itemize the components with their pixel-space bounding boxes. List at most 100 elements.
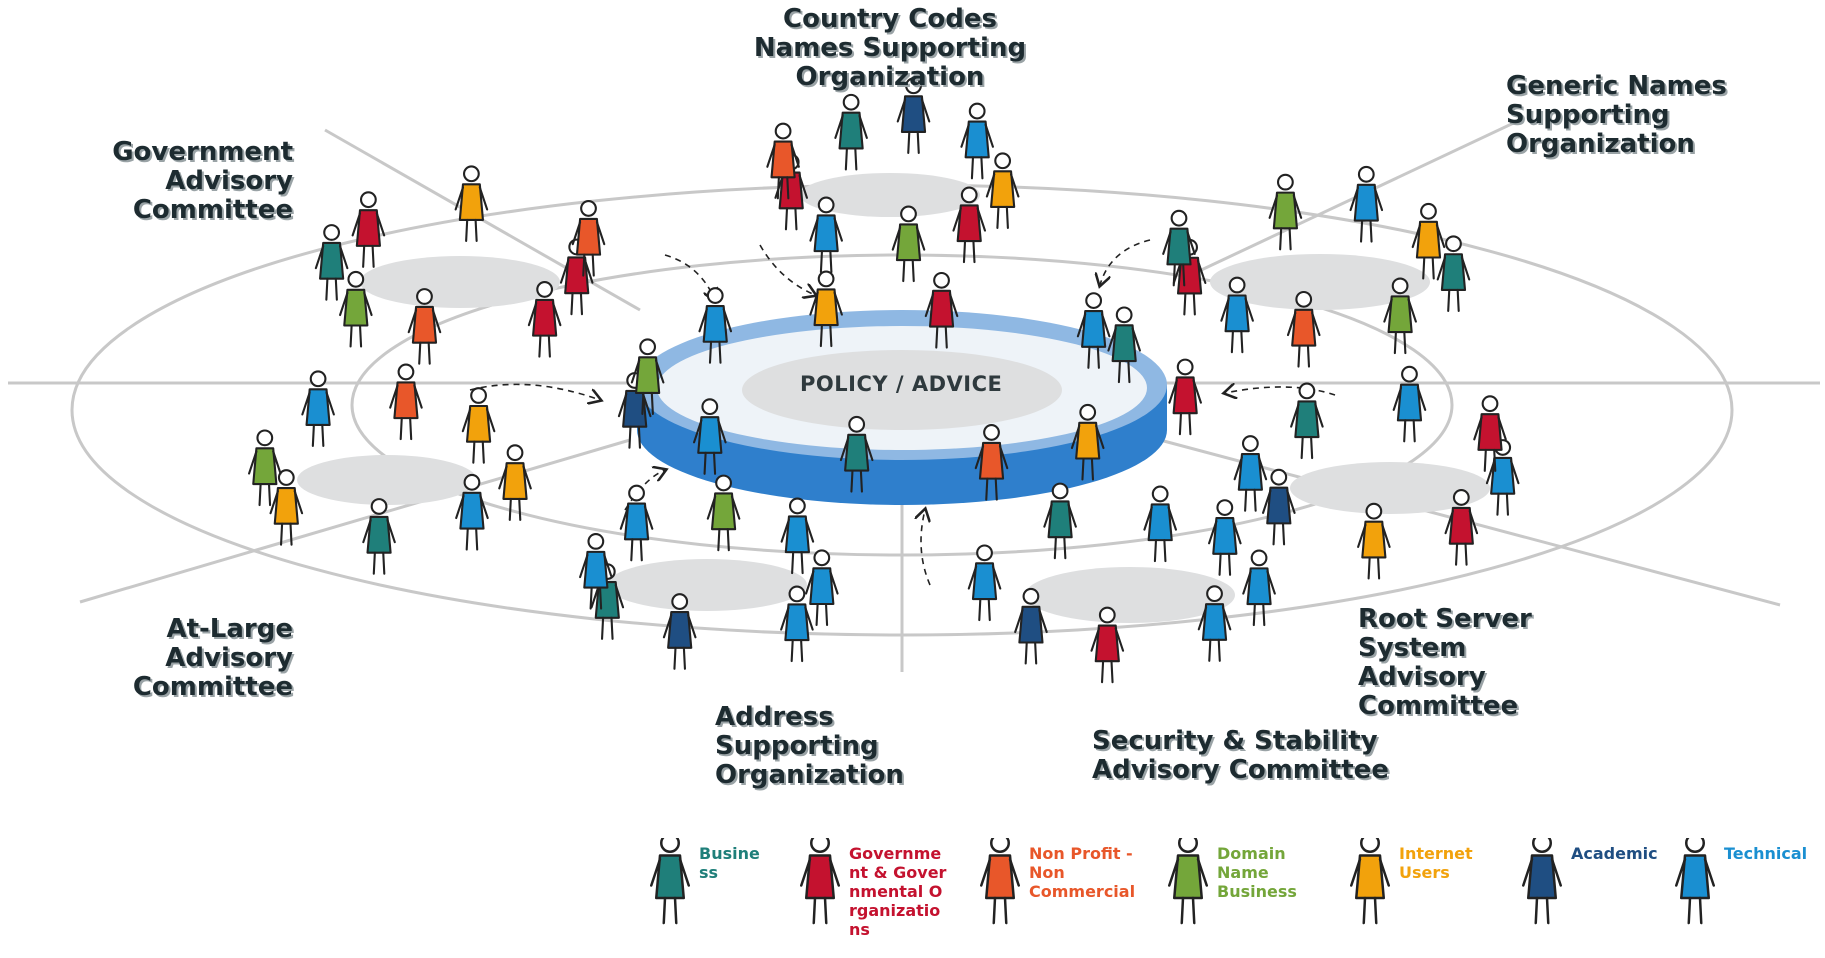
- gnso-table: [1210, 254, 1430, 310]
- legend-government: Government & Governmental Organizations: [795, 833, 946, 958]
- person-figure: [662, 593, 697, 670]
- legend-label: Technical: [1724, 844, 1808, 863]
- group-tables: [297, 173, 1490, 623]
- legend-label: Domain Name Business: [1217, 844, 1297, 901]
- person-figure: [1208, 499, 1242, 576]
- person-figure: [800, 833, 840, 925]
- person-figure: [1349, 165, 1384, 243]
- person-figure: [980, 833, 1020, 925]
- legend-label: Internet Users: [1399, 844, 1473, 882]
- person-figure: [1070, 403, 1105, 481]
- person-figure: [896, 77, 931, 155]
- person-figure: [1262, 468, 1296, 546]
- person-figure: [706, 474, 741, 552]
- person-figure: [351, 191, 386, 268]
- person-figure: [1485, 439, 1520, 516]
- person-figure: [834, 93, 868, 171]
- legend-label: Academic: [1571, 844, 1658, 863]
- alac-label: At-Large Advisory Committee: [132, 614, 293, 702]
- ssac-table: [1025, 567, 1235, 623]
- person-figure: [314, 224, 349, 301]
- person-figure: [766, 122, 800, 200]
- business-person-icon: [650, 833, 690, 925]
- person-figure: [455, 473, 489, 551]
- technical-person-icon: [1675, 833, 1715, 925]
- nonprofit-person-icon: [980, 833, 1020, 925]
- person-figure: [339, 270, 373, 348]
- people-layer: [248, 77, 1520, 684]
- person-figure: [1392, 365, 1427, 443]
- person-figure: [1286, 290, 1321, 368]
- person-figure: [960, 102, 994, 180]
- person-figure: [301, 370, 335, 448]
- person-figure: [1383, 277, 1417, 355]
- legend-users: Internet Users: [1345, 833, 1473, 958]
- gac-table: [360, 256, 560, 308]
- person-figure: [805, 549, 839, 627]
- person-figure: [1350, 833, 1390, 925]
- hub-label: POLICY / ADVICE: [800, 372, 1003, 396]
- person-figure: [248, 429, 282, 507]
- person-figure: [1436, 235, 1471, 312]
- academic-person-icon: [1522, 833, 1562, 925]
- person-figure: [1268, 173, 1303, 251]
- person-figure: [809, 270, 843, 348]
- legend-technical: Technical: [1670, 833, 1807, 958]
- legend-label: Non Profit - Non Commercial: [1029, 844, 1136, 901]
- aso-label: Address Supporting Organization: [715, 702, 904, 790]
- person-figure: [1522, 833, 1562, 925]
- person-figure: [630, 338, 665, 416]
- person-figure: [967, 544, 1002, 622]
- person-figure: [571, 200, 606, 277]
- person-figure: [1107, 306, 1141, 384]
- internet-user-person-icon: [1350, 833, 1390, 925]
- ssac-label: Security & Stability Advisory Committee: [1092, 726, 1389, 785]
- legend-domain: Domain Name Business: [1163, 833, 1297, 958]
- person-figure: [389, 363, 423, 441]
- person-figure: [650, 833, 690, 925]
- person-figure: [924, 271, 959, 349]
- person-figure: [780, 585, 814, 663]
- person-figure: [1014, 587, 1048, 665]
- person-figure: [693, 398, 727, 475]
- person-figure: [1220, 276, 1254, 354]
- policy-advice-hub: [637, 310, 1167, 505]
- person-figure: [454, 165, 489, 243]
- legend-label: Business: [699, 844, 760, 882]
- person-figure: [498, 444, 532, 521]
- person-figure: [407, 288, 442, 365]
- aso-table: [607, 559, 807, 611]
- person-figure: [1168, 358, 1202, 436]
- rssac-table: [1290, 462, 1490, 514]
- legend-business: Business: [645, 833, 760, 958]
- person-figure: [1090, 606, 1125, 684]
- alac-table: [297, 455, 477, 505]
- person-figure: [1357, 502, 1391, 580]
- domain-person-icon: [1168, 833, 1208, 925]
- ccnso-table: [800, 173, 980, 217]
- person-figure: [1473, 395, 1507, 472]
- person-figure: [1675, 833, 1715, 925]
- person-figure: [809, 196, 843, 274]
- person-figure: [461, 387, 496, 464]
- gnso-label: Generic Names Supporting Organization: [1506, 71, 1727, 159]
- legend-label: Government & Governmental Organizations: [849, 844, 947, 939]
- person-figure: [1143, 485, 1177, 563]
- person-figure: [1411, 202, 1446, 280]
- person-figure: [619, 484, 654, 562]
- person-figure: [1076, 292, 1111, 369]
- person-figure: [1168, 833, 1208, 925]
- person-figure: [1290, 382, 1324, 460]
- gac-label: Government Advisory Committee: [112, 137, 293, 225]
- legend-academic: Academic: [1517, 833, 1658, 958]
- person-figure: [579, 532, 613, 610]
- person-figure: [1043, 482, 1077, 560]
- person-figure: [362, 498, 396, 575]
- person-figure: [974, 424, 1009, 501]
- person-figure: [891, 205, 926, 283]
- person-figure: [985, 152, 1020, 230]
- rssac-label: Root Server System Advisory Committee: [1358, 604, 1532, 721]
- person-figure: [1233, 435, 1268, 512]
- person-figure: [1197, 585, 1232, 662]
